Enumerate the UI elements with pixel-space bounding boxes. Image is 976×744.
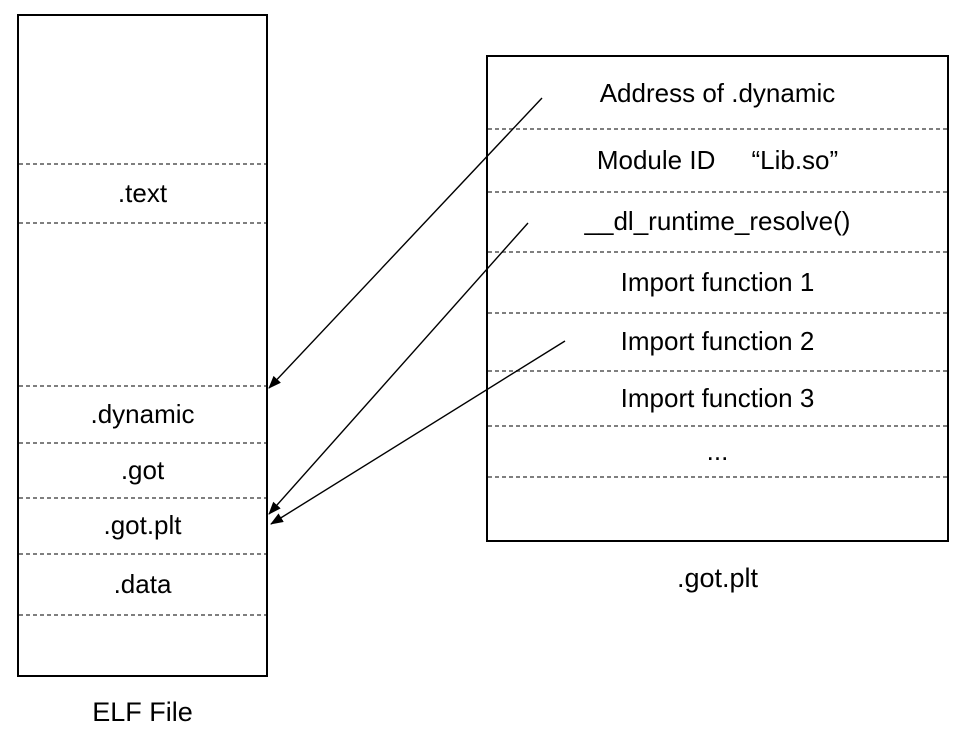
elf-divider-4 [19,442,266,444]
elf-divider-3 [19,385,266,387]
gotplt-divider-1 [488,128,947,130]
elf-section-data: .data [113,568,172,599]
gotplt-row-import-function-2: Import function 2 [620,326,815,356]
elf-section-got: .got [120,454,165,485]
elf-divider-7 [19,614,266,616]
gotplt-row-import-function-1: Import function 1 [620,266,815,297]
gotplt-divider-3 [488,251,947,253]
gotplt-caption: .got.plt [676,563,759,593]
elf-file-box: .text .dynamic .got .got.plt .data [17,14,268,677]
gotplt-divider-5 [488,370,947,372]
elf-section-gotplt: .got.plt [103,510,182,540]
elf-divider-6 [19,553,266,555]
elf-file-caption: ELF File [92,697,193,727]
elf-divider-2 [19,222,266,224]
gotplt-row-ellipsis: ... [706,435,729,466]
gotplt-row-import-function-3: Import function 3 [620,382,815,413]
gotplt-divider-7 [488,476,947,478]
gotplt-divider-6 [488,425,947,427]
elf-divider-5 [19,497,266,499]
elf-divider-1 [19,163,266,165]
gotplt-row-module-id: Module ID “Lib.so” [596,144,839,175]
gotplt-divider-4 [488,312,947,314]
elf-section-text: .text [117,177,168,208]
gotplt-divider-2 [488,191,947,193]
gotplt-row-dl-runtime-resolve: __dl_runtime_resolve() [584,206,851,236]
elf-section-dynamic: .dynamic [90,398,195,429]
gotplt-box: Address of .dynamic Module ID “Lib.so” _… [486,55,949,542]
gotplt-row-address-of-dynamic: Address of .dynamic [599,77,836,108]
